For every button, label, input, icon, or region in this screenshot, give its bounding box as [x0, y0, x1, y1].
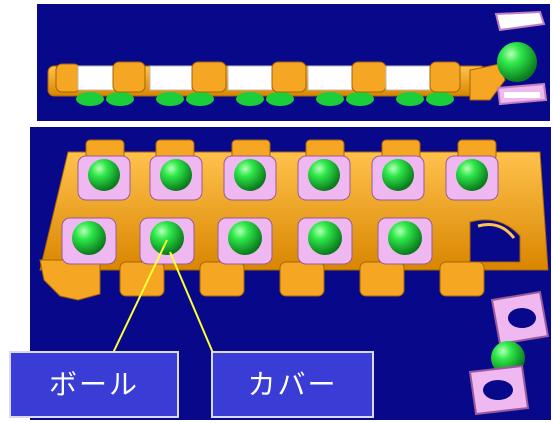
cover-leader-line	[169, 251, 214, 354]
top-links	[55, 61, 461, 93]
top-chain-side-view	[47, 10, 548, 106]
cover-label: カバー	[211, 351, 374, 418]
ball-label: ボール	[9, 351, 179, 418]
ball-cover-row-2	[61, 217, 433, 265]
ball-cover-row-1	[77, 155, 499, 201]
ball-leader-line	[112, 239, 168, 354]
exploded-ball-cover	[468, 290, 550, 416]
bottom-chain-perspective	[39, 139, 550, 416]
top-exploded-part	[494, 10, 548, 106]
top-balls-lower	[76, 92, 454, 106]
